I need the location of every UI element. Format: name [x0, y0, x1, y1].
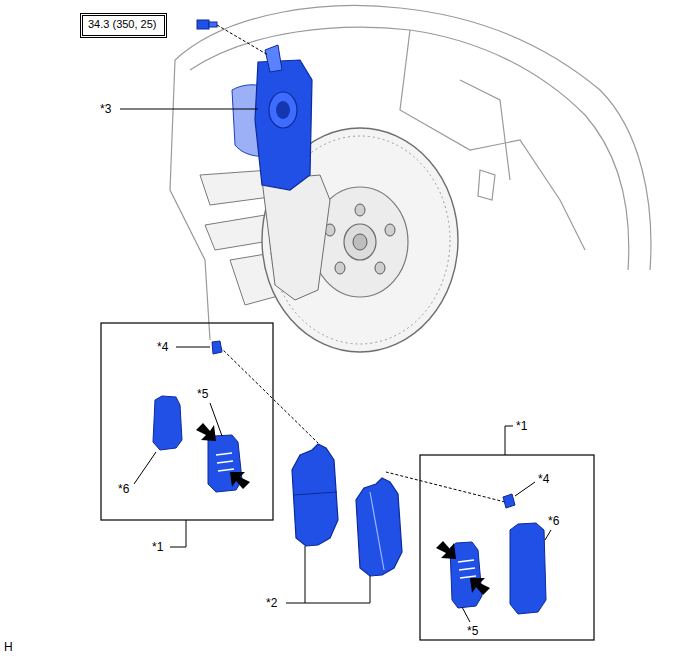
bolt: [197, 20, 217, 29]
leader-line: [120, 109, 551, 622]
dashed-line: [217, 25, 268, 55]
dashed-line: [220, 347, 318, 443]
callout-number: *6: [548, 514, 559, 528]
inset-frame: [420, 455, 594, 640]
callout-number: *1: [516, 419, 527, 433]
callout-number: *5: [467, 624, 478, 638]
inset-frame: [101, 323, 273, 520]
arrow-mark: [436, 541, 490, 595]
callout-number: *5: [197, 387, 208, 401]
torque-spec-box: 34.3 (350, 25): [80, 13, 167, 38]
anti-squeal-shim: [450, 494, 546, 614]
callout-number: *1: [152, 540, 163, 554]
callout-number: *4: [538, 472, 549, 486]
callout-number: *6: [118, 482, 129, 496]
arrow-mark: [196, 423, 250, 489]
callout-number: *2: [266, 596, 277, 610]
caliper-mount: [262, 175, 330, 300]
anti-squeal-shim: [153, 341, 242, 492]
dashed-line: [386, 472, 505, 502]
caliper: [232, 45, 312, 190]
figure-code: H: [4, 640, 13, 654]
brake-pad: [292, 444, 402, 576]
torque-value: 34.3 (350, 25): [88, 18, 159, 31]
callout-number: *3: [100, 102, 111, 116]
callout-number: *4: [157, 340, 168, 354]
